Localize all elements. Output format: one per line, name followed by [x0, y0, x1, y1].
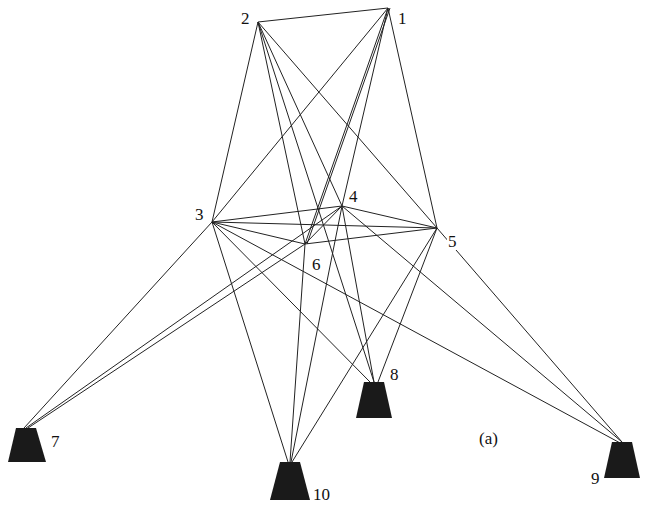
truss-members [24, 8, 622, 462]
joint-number: 6 [311, 256, 322, 273]
support-symbols [8, 382, 640, 500]
joint-number: 4 [348, 188, 359, 205]
support-number: 8 [389, 366, 400, 383]
support-number: 10 [312, 486, 331, 503]
joint-number: 3 [194, 206, 205, 223]
support-number: 7 [50, 433, 61, 450]
figure-label: (a) [478, 430, 499, 447]
joint-number: 1 [397, 10, 408, 27]
joint-number: 2 [240, 10, 251, 27]
joint-number: 5 [447, 233, 458, 250]
support-number: 9 [590, 470, 601, 487]
